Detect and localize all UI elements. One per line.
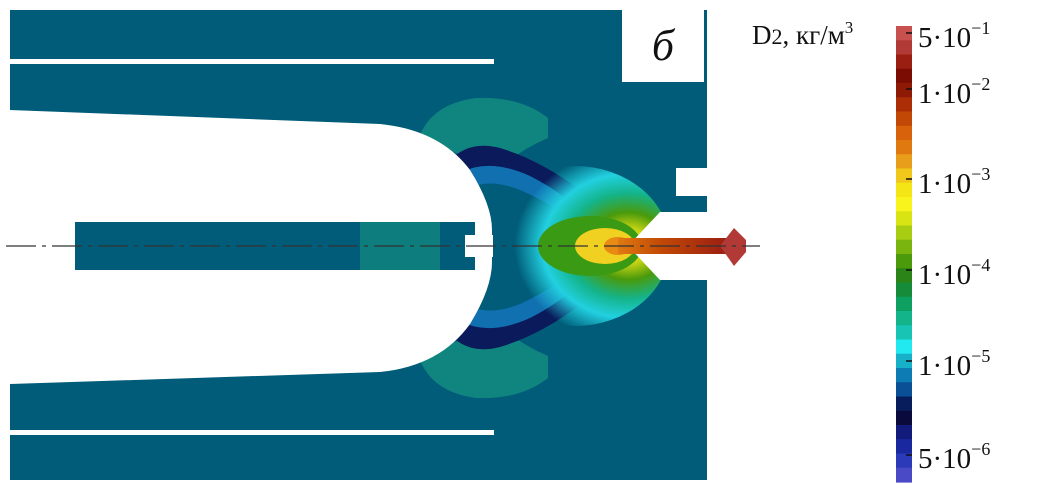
panel-label: б bbox=[651, 20, 675, 70]
colorbar-swatch bbox=[896, 26, 912, 41]
colorbar-swatch bbox=[896, 225, 912, 241]
colorbar-swatch bbox=[896, 453, 912, 469]
colorbar-swatch bbox=[896, 254, 912, 269]
colorbar-swatch bbox=[896, 368, 912, 383]
colorbar-tick-label: 5·10−1 bbox=[918, 19, 990, 53]
colorbar-swatch bbox=[896, 396, 912, 412]
colorbar-swatch bbox=[896, 239, 912, 255]
colorbar-swatch bbox=[896, 54, 912, 70]
colorbar-swatch bbox=[896, 311, 912, 326]
lower-wall-slit bbox=[10, 430, 494, 435]
panel-label-box bbox=[622, 8, 704, 82]
colorbar-swatch bbox=[896, 268, 912, 284]
colorbar-swatch bbox=[896, 168, 912, 184]
colorbar-swatch bbox=[896, 40, 912, 56]
tick-exponent: −1 bbox=[971, 18, 991, 38]
colorbar-tick-label: 1·10−3 bbox=[918, 165, 990, 199]
tick-exponent: −3 bbox=[971, 164, 991, 184]
colorbar-swatch bbox=[896, 439, 912, 455]
tick-exponent: −5 bbox=[971, 346, 991, 366]
tick-mantissa: 1·10 bbox=[918, 78, 972, 110]
colorbar-swatch bbox=[896, 410, 912, 426]
colorbar-swatch bbox=[896, 467, 912, 483]
colorbar-tick-label: 1·10−4 bbox=[918, 256, 990, 290]
colorbar-tick-label: 1·10−2 bbox=[918, 75, 990, 109]
tick-exponent: −2 bbox=[971, 74, 991, 94]
colorbar-swatch bbox=[896, 382, 912, 398]
side-notch bbox=[676, 168, 707, 196]
colorbar-swatch bbox=[896, 296, 912, 312]
colorbar-swatch bbox=[896, 83, 912, 98]
upper-wall-slit bbox=[10, 59, 494, 64]
colorbar-swatch bbox=[896, 353, 912, 369]
colorbar-title: D2, кг/м3 bbox=[752, 18, 853, 51]
colorbar-swatch bbox=[896, 339, 912, 355]
colorbar-tick-label: 5·10−6 bbox=[918, 440, 990, 474]
colorbar-swatch bbox=[896, 97, 912, 113]
colorbar-tick-label: 1·10−5 bbox=[918, 347, 990, 381]
colorbar-title-symbol: D bbox=[752, 20, 772, 50]
tick-mantissa: 1·10 bbox=[918, 259, 972, 291]
colorbar-swatch bbox=[896, 282, 912, 298]
tick-mantissa: 1·10 bbox=[918, 168, 972, 200]
colorbar-swatch bbox=[896, 125, 912, 141]
colorbar-swatch bbox=[896, 154, 912, 170]
tick-mantissa: 5·10 bbox=[918, 443, 972, 475]
tick-exponent: −4 bbox=[971, 255, 991, 275]
colorbar-swatch bbox=[896, 197, 912, 212]
colorbar-swatch bbox=[896, 111, 912, 127]
tick-mantissa: 1·10 bbox=[918, 350, 972, 382]
colorbar bbox=[896, 26, 912, 483]
colorbar-title-unit-power: 3 bbox=[844, 18, 854, 37]
colorbar-swatch bbox=[896, 140, 912, 155]
colorbar-swatch bbox=[896, 211, 912, 227]
colorbar-swatch bbox=[896, 325, 912, 341]
colorbar-swatch bbox=[896, 182, 912, 198]
jet-tip bbox=[720, 228, 746, 266]
tick-mantissa: 5·10 bbox=[918, 22, 972, 54]
colorbar-swatch bbox=[896, 68, 912, 84]
colorbar-title-unit: , кг/м bbox=[782, 20, 845, 50]
tick-exponent: −6 bbox=[971, 439, 991, 459]
colorbar-title-subscript: 2 bbox=[771, 24, 783, 49]
colorbar-swatch bbox=[896, 425, 912, 440]
